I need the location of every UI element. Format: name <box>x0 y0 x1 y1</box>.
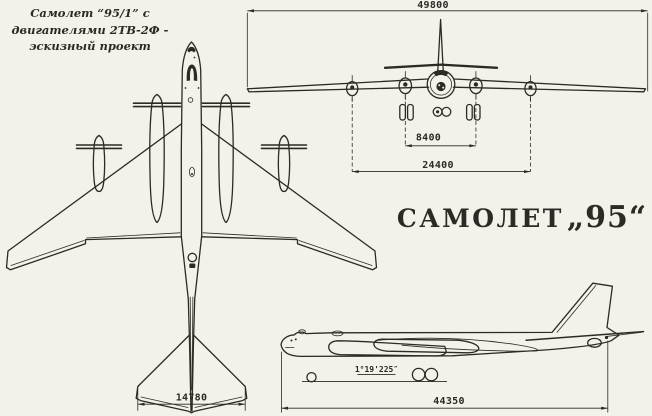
arrowhead-left <box>137 402 145 406</box>
front-fin <box>436 18 445 75</box>
caption-line-2: двигателями 2ТВ-2Ф - <box>11 22 169 37</box>
front-right-wing <box>452 78 647 93</box>
plan-inner-left-propeller <box>132 102 182 108</box>
side-cockpit-window-2 <box>294 338 297 341</box>
front-tailplane <box>383 63 499 69</box>
plan-view: 14780 <box>5 41 378 414</box>
arrowhead-right <box>641 9 648 13</box>
side-fuselage <box>280 282 620 358</box>
plan-nose-dot <box>193 56 196 59</box>
plan-outer-left-propeller <box>75 144 123 150</box>
plan-fuselage <box>180 41 203 412</box>
front-nose-gear-wheels <box>432 106 452 117</box>
caption-line-3: эскизный проект <box>29 39 151 54</box>
plan-inner-right-nacelle <box>218 93 234 224</box>
plan-outer-left-nacelle <box>92 134 106 193</box>
side-cockpit-window-1 <box>290 339 293 342</box>
side-ground-angle: 1°19'225″ <box>355 365 399 376</box>
front-main-gear-left <box>399 103 414 121</box>
arrowhead-left <box>352 170 359 174</box>
plan-dorsal-dome <box>187 252 198 263</box>
arrowhead-right <box>524 170 531 174</box>
front-canopy <box>433 70 449 77</box>
plan-tailspan-dimension: 14780 <box>137 388 246 411</box>
side-fin-root-line <box>556 285 597 333</box>
drawing-title: САМОЛЕТ„95“ <box>396 200 648 235</box>
front-wingspan-dimension: 49800 <box>246 0 649 92</box>
side-length-dimension: 44350 <box>281 340 609 413</box>
side-nacelle-front <box>328 340 447 357</box>
plan-right-wing-controls <box>202 232 373 266</box>
extension-lines <box>281 340 609 413</box>
side-stabilizer <box>525 330 645 341</box>
wingspan-value: 49800 <box>417 0 449 11</box>
extension-lines <box>246 12 649 92</box>
side-wing-root <box>375 337 539 352</box>
arrowhead-left <box>281 406 288 410</box>
side-tail-turret <box>587 337 602 348</box>
arrowhead-left <box>247 9 254 13</box>
title-word: САМОЛЕТ <box>396 204 564 233</box>
arrowhead-right <box>601 406 608 410</box>
engine-span-value: 24400 <box>422 160 454 171</box>
plan-left-wing-controls <box>10 232 181 266</box>
drawing-caption: Самолет “95/1” с двигателями 2ТВ-2Ф - эс… <box>4 5 176 55</box>
title-number: „95“ <box>566 200 648 235</box>
plan-outer-right-nacelle <box>277 134 291 193</box>
side-main-wheel-2 <box>424 367 439 382</box>
side-tail-dot <box>604 335 609 340</box>
plan-spine-hatch <box>188 166 195 177</box>
track-value: 8400 <box>416 133 441 144</box>
plan-dorsal-base <box>189 263 196 268</box>
arrowhead-left <box>405 144 412 148</box>
front-fuselage <box>426 70 456 99</box>
plan-nose-glazing <box>187 46 196 53</box>
plan-left-wing <box>5 123 182 271</box>
tailspan-value: 14780 <box>176 393 208 404</box>
front-left-wing <box>246 78 430 93</box>
arrowhead-right <box>238 402 246 406</box>
plan-right-wing <box>201 123 378 271</box>
side-dorsal-blister <box>331 330 344 337</box>
length-value: 44350 <box>433 396 465 407</box>
plan-navigator-glazing <box>186 64 198 81</box>
arrowhead-right <box>469 144 476 148</box>
front-track-dimension: 8400 <box>405 133 476 148</box>
front-glazing-pane-1 <box>438 84 441 87</box>
front-glazing-pane-2 <box>442 86 445 89</box>
plan-inner-right-propeller <box>201 102 251 108</box>
plan-inner-left-nacelle <box>149 93 165 224</box>
plan-elevator-lines <box>140 396 243 408</box>
front-main-gear-right <box>465 103 481 121</box>
ground-angle-value: 1°19'225″ <box>355 365 399 374</box>
side-main-wheel-1 <box>411 367 426 382</box>
plan-astrodome <box>187 97 194 103</box>
side-nacelle-rear <box>373 338 480 354</box>
front-nose-glazing <box>436 81 446 92</box>
plan-fin-edge <box>189 296 194 391</box>
plan-hatch-dot-right <box>197 87 200 89</box>
side-view: 1°19'225″ 44350 <box>280 282 645 413</box>
side-nose-wheel <box>306 371 317 383</box>
plan-tailplane <box>135 334 248 414</box>
front-view: 49800 <box>246 0 649 174</box>
caption-line-1: Самолет “95/1” с <box>30 6 150 20</box>
front-engine-span-dimension: 24400 <box>352 160 531 174</box>
plan-hatch-dot-left <box>184 87 187 89</box>
side-stabilizer-tip <box>607 332 642 337</box>
plan-outer-right-propeller <box>260 144 308 150</box>
side-canopy-blister <box>298 329 306 335</box>
extension-lines <box>137 388 246 411</box>
plan-spine-dot <box>191 173 193 175</box>
